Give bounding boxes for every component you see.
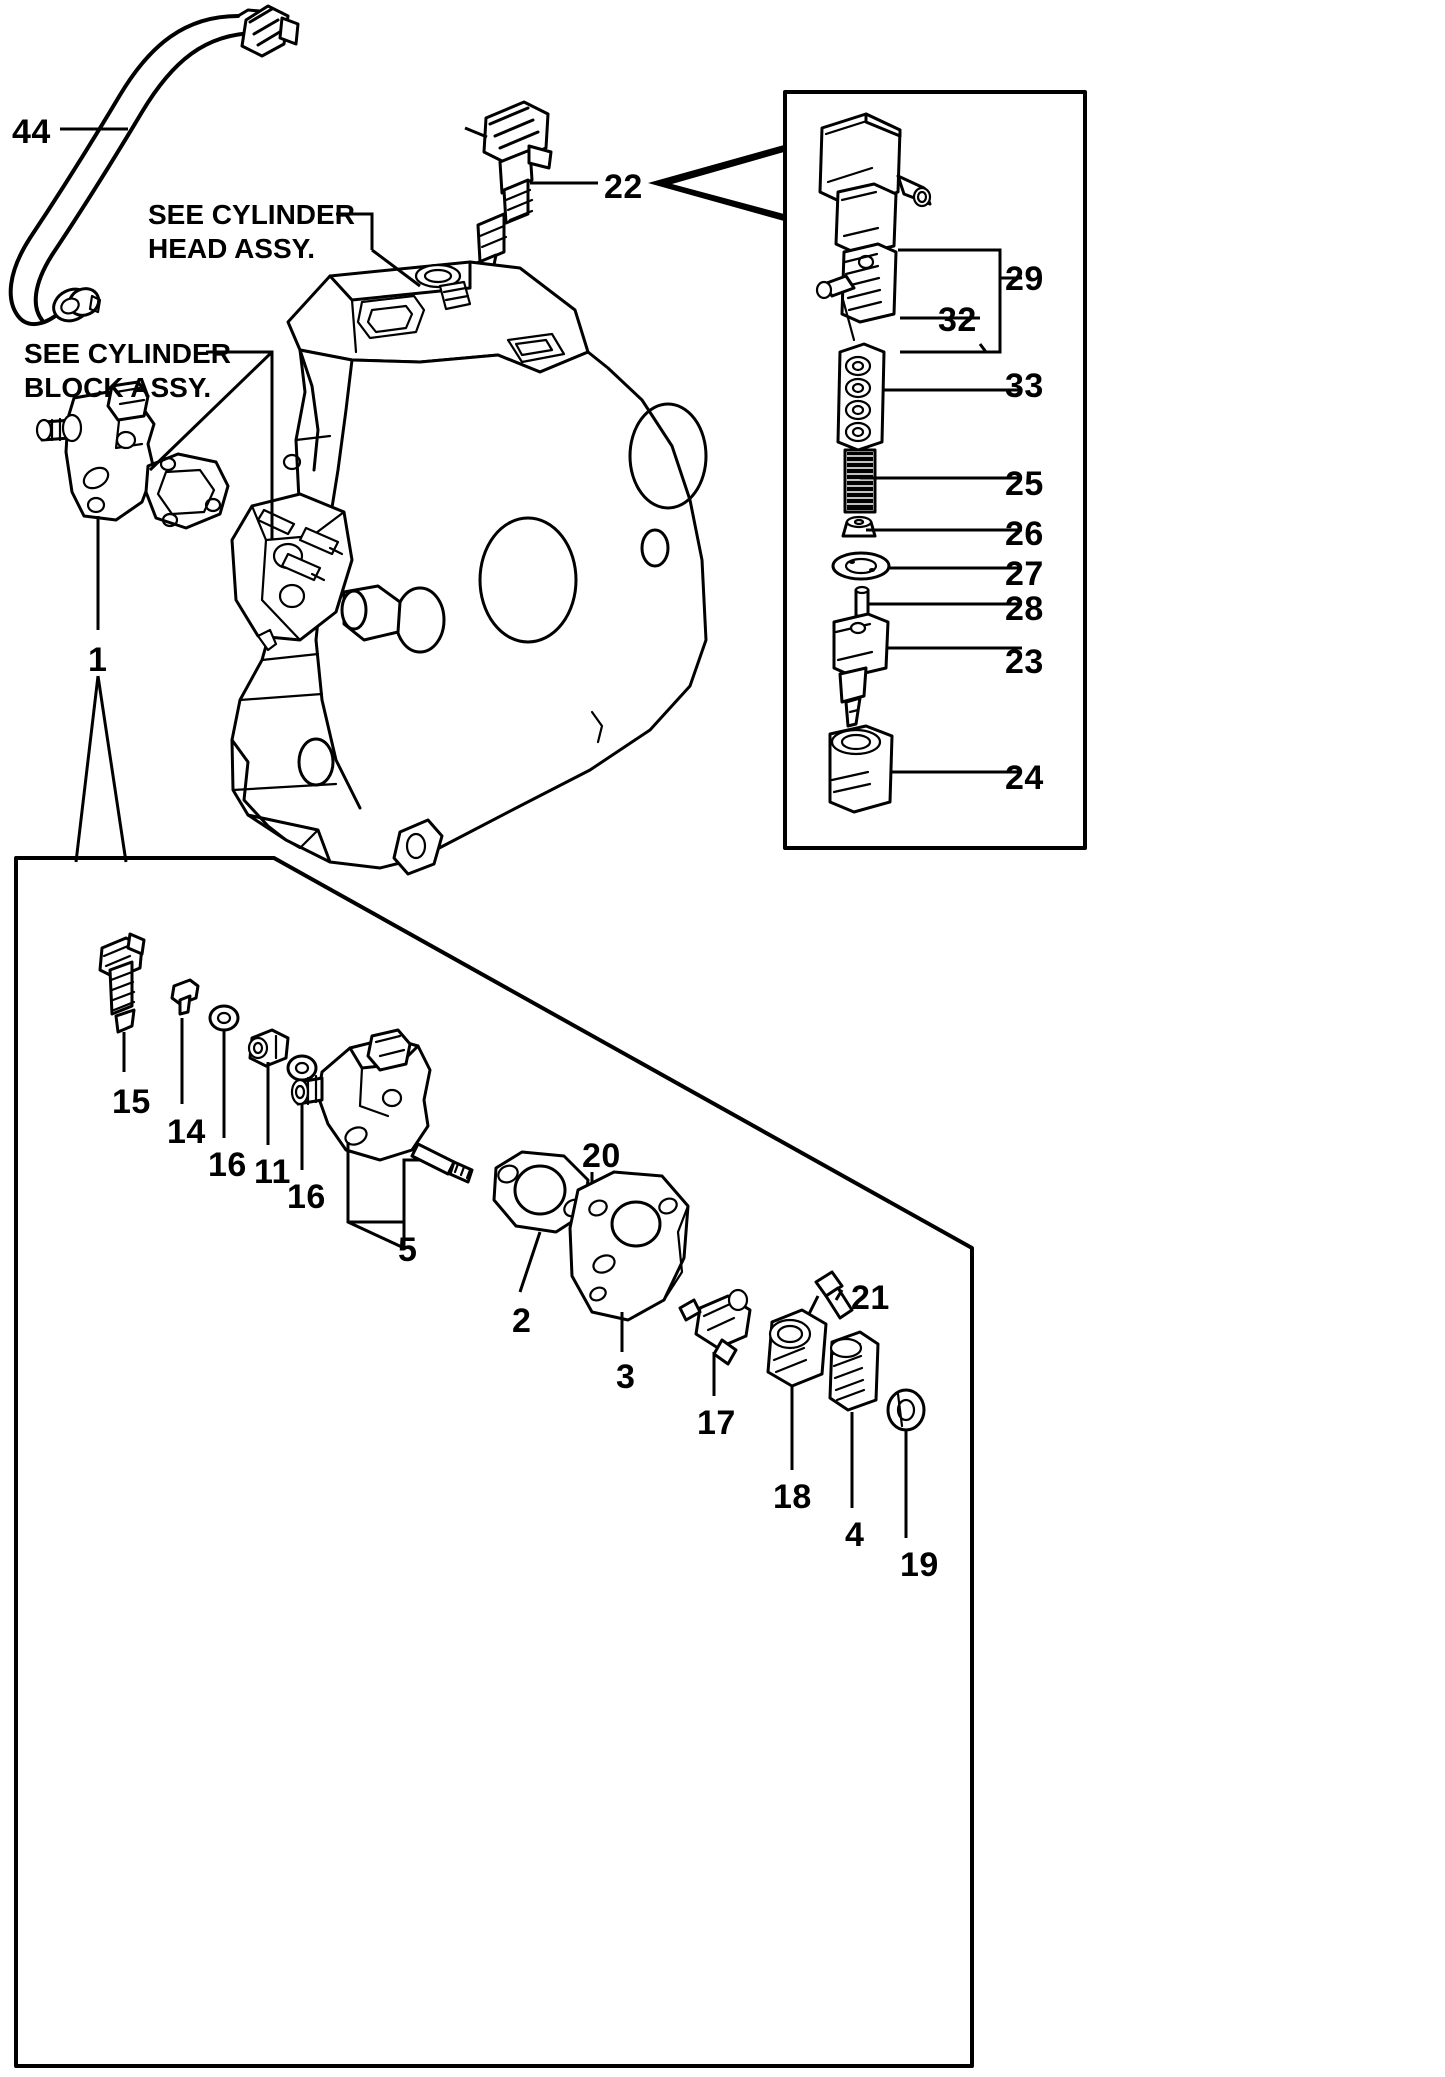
- injector-panel-box: [783, 90, 1087, 850]
- callout-label-24: 24: [1005, 759, 1044, 797]
- part-15: [98, 932, 146, 1072]
- callout-label-4: 4: [845, 1516, 865, 1554]
- fuel-pump-exploded-art: [98, 932, 926, 1538]
- nozzle-nut-24: [828, 724, 1022, 814]
- part-11: [247, 1028, 290, 1145]
- callout-label-1: 1: [88, 641, 108, 679]
- injector-exploded-art: [815, 112, 1022, 814]
- callout-label-33: 33: [1005, 367, 1044, 405]
- callout-label-11: 11: [254, 1153, 291, 1191]
- disc-27: [831, 551, 1022, 581]
- washer-26: [841, 515, 1022, 538]
- fuel-line-lower-fitting: [52, 287, 102, 323]
- part-5: [290, 1028, 432, 1251]
- note-see-cylinder-head: SEE CYLINDER HEAD ASSY.: [148, 198, 355, 266]
- callout-label-25: 25: [1005, 465, 1044, 503]
- callout-label-14: 14: [167, 1113, 206, 1151]
- callout-label-32: 32: [938, 301, 977, 339]
- callout-label-28: 28: [1005, 590, 1044, 628]
- part-2: [492, 1150, 599, 1293]
- part-17: [678, 1288, 752, 1396]
- panel-pointer-arrow: [648, 145, 784, 221]
- part-14: [170, 978, 200, 1104]
- note-line-1: SEE CYLINDER: [148, 199, 355, 230]
- fuel-pump-on-block-art: [35, 212, 421, 630]
- engine-block-art: [230, 260, 708, 876]
- part-4: [828, 1330, 880, 1508]
- note-line-2: HEAD ASSY.: [148, 233, 316, 264]
- callout-label-15: 15: [112, 1083, 151, 1121]
- callout-1-fan-leader: [74, 675, 128, 863]
- note-line-2: BLOCK ASSY.: [24, 372, 212, 403]
- callout-label-29: 29: [1005, 260, 1044, 298]
- callout-label-17: 17: [697, 1404, 736, 1442]
- callout-label-3: 3: [616, 1358, 636, 1396]
- callout-label-18: 18: [773, 1478, 812, 1516]
- callout-label-20: 20: [582, 1137, 621, 1175]
- part-18: [766, 1308, 828, 1470]
- callout-label-44: 44: [12, 113, 51, 151]
- callout-label-16a: 16: [208, 1146, 247, 1184]
- callout-label-22: 22: [604, 168, 643, 206]
- callout-label-16b: 16: [287, 1178, 326, 1216]
- callout-label-27: 27: [1005, 555, 1044, 593]
- note-line-1: SEE CYLINDER: [24, 338, 231, 369]
- spring-25: [843, 448, 1022, 514]
- part-3: [568, 1170, 690, 1352]
- callout-label-26: 26: [1005, 515, 1044, 553]
- callout-label-21: 21: [851, 1279, 890, 1317]
- part-20: [410, 1142, 598, 1217]
- washer-stack-33: [836, 342, 1022, 452]
- callout-label-23: 23: [1005, 643, 1044, 681]
- callout-label-2: 2: [512, 1302, 532, 1340]
- part-16b: [286, 1054, 318, 1170]
- pin-28: [854, 585, 1022, 618]
- fuel-pump-panel-box: [14, 856, 974, 2068]
- part-16a: [208, 1004, 240, 1138]
- part-19: [886, 1388, 926, 1538]
- fuel-line-upper-fitting: [240, 4, 300, 58]
- fuel-line-44-art: [8, 4, 300, 327]
- injector-on-engine-art: [464, 100, 598, 293]
- callout-label-5: 5: [398, 1231, 418, 1269]
- note-see-cylinder-block: SEE CYLINDER BLOCK ASSY.: [24, 337, 231, 405]
- nozzle-23: [832, 612, 1022, 728]
- callout-label-19: 19: [900, 1546, 939, 1584]
